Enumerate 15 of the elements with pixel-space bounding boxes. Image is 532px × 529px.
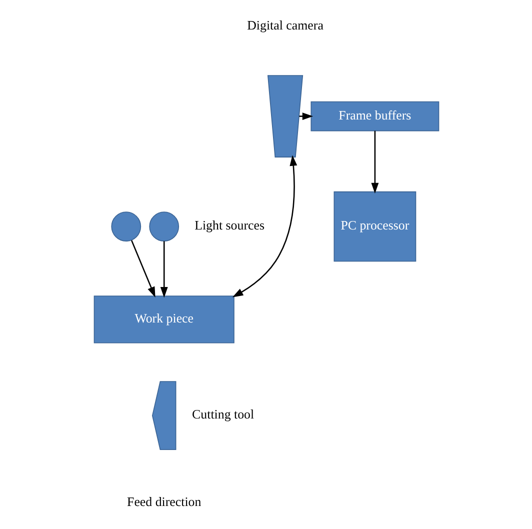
node-label: Cutting tool	[192, 406, 254, 422]
arrow	[370, 130, 378, 194]
node-box: Frame buffers	[310, 101, 439, 132]
node-circle	[148, 212, 179, 242]
node-blade	[151, 381, 176, 450]
arrow	[130, 240, 155, 298]
label: Light sources	[194, 218, 264, 233]
node-circle	[110, 212, 141, 242]
arrow	[232, 155, 297, 298]
arrow	[298, 112, 313, 120]
node-box: Work piece	[93, 296, 234, 344]
node-label: Digital camera	[246, 17, 323, 32]
arrow	[160, 241, 168, 298]
label: Feed direction	[126, 494, 201, 509]
node-box: PC processor	[333, 191, 416, 262]
